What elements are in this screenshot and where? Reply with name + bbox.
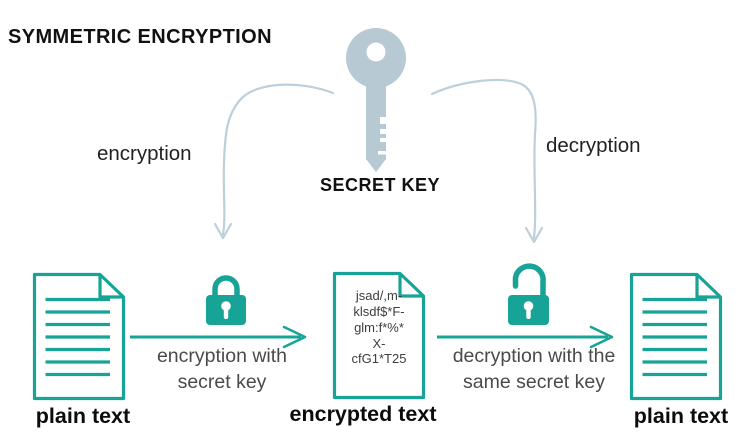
encrypt-arrow-label-line2: secret key	[177, 370, 267, 393]
cipher-line: klsdf$*F-	[353, 303, 405, 319]
decrypt-arrow-label: decryption with the same secret key	[429, 344, 639, 395]
cipher-line: cfG1*T25	[351, 351, 407, 367]
open-padlock-icon	[508, 263, 549, 325]
page-title: SYMMETRIC ENCRYPTION	[8, 26, 272, 48]
encrypt-arrow	[130, 325, 307, 349]
encrypt-arrow-label-line1: encryption with	[156, 345, 288, 367]
encrypted-text-label: encrypted text	[289, 402, 437, 426]
plain-text-document-icon	[629, 272, 723, 401]
decrypt-arrow	[437, 325, 614, 349]
plain-text-label-right: plain text	[633, 404, 729, 428]
cipher-line: X-	[372, 335, 386, 351]
decryption-flow-label: decryption	[546, 134, 641, 157]
plain-text-document-icon	[32, 272, 126, 401]
secret-key-label: SECRET KEY	[319, 175, 441, 195]
encrypted-doc-text: jsad/,m- klsdf$*F- glm:f*%* X- cfG1*T25	[338, 288, 420, 367]
closed-padlock-icon	[206, 275, 246, 325]
cipher-line: glm:f*%*	[354, 319, 404, 335]
encrypted-document-icon	[332, 271, 426, 400]
plain-text-label-left: plain text	[35, 404, 131, 428]
key-icon	[346, 28, 406, 172]
decryption-curve-arrow	[430, 78, 544, 244]
encryption-flow-label: encryption	[97, 142, 192, 165]
encryption-curve-arrow	[213, 83, 335, 240]
encrypt-arrow-label: encryption with secret key	[132, 344, 312, 395]
decrypt-arrow-label-line1: decryption with the	[452, 345, 616, 367]
decrypt-arrow-label-line2: same secret key	[463, 370, 605, 393]
cipher-line: jsad/,m-	[355, 288, 403, 303]
